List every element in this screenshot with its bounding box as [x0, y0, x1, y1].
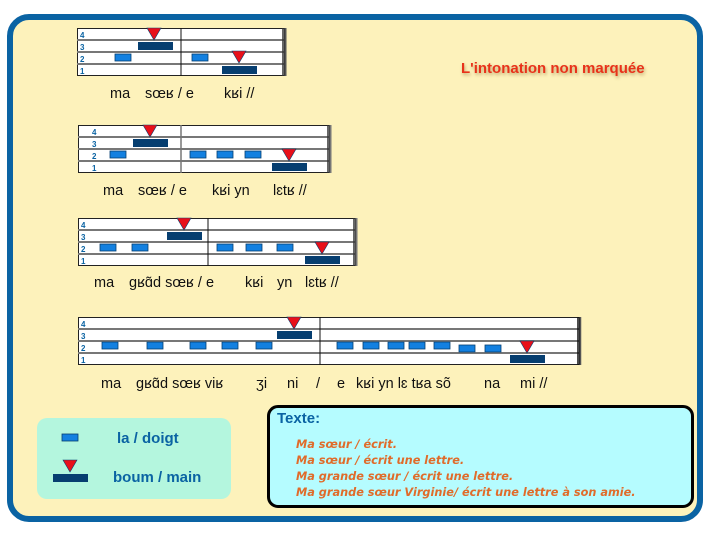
- staff-3-drawing: 4 3 2 1: [78, 217, 358, 266]
- boum-marker-icon: [62, 459, 78, 473]
- la-note: [216, 243, 234, 252]
- level-label-3: 3: [92, 140, 97, 149]
- boum-bar: [138, 42, 173, 50]
- staff-4-drawing: 4 3 2 1: [78, 316, 582, 365]
- la-note: [146, 341, 164, 350]
- boum-bar: [277, 331, 312, 339]
- boum-bar: [133, 139, 168, 147]
- level-label-2: 2: [81, 245, 86, 254]
- la-note: [114, 53, 132, 62]
- syllable: /: [316, 376, 321, 392]
- level-label-3: 3: [81, 233, 86, 242]
- syllable: sœʁ / e: [138, 183, 187, 199]
- level-label-1: 1: [92, 164, 97, 173]
- texte-line: Ma sœur / écrit une lettre.: [296, 454, 465, 467]
- la-note: [484, 344, 502, 353]
- texte-header: Texte:: [277, 410, 321, 427]
- level-label-2: 2: [81, 344, 86, 353]
- boum-marker-icon: [176, 217, 192, 231]
- level-label-4: 4: [80, 31, 85, 40]
- syllable: e: [337, 376, 346, 392]
- syllable: gʁɑ̃d sœʁ viʁ: [136, 376, 224, 392]
- boum-marker-icon: [519, 340, 535, 354]
- legend-symbols: [53, 433, 88, 482]
- la-note-icon: [61, 433, 79, 442]
- boum-marker-icon: [286, 316, 302, 330]
- texte-line: Ma grande sœur Virginie/ écrit une lettr…: [296, 486, 636, 499]
- syllable: yn: [277, 275, 293, 291]
- la-note: [276, 243, 294, 252]
- la-note: [191, 53, 209, 62]
- la-note: [221, 341, 239, 350]
- la-note: [245, 243, 263, 252]
- syllable: ma: [110, 86, 131, 102]
- level-label-4: 4: [81, 320, 86, 329]
- syllable: mi //: [520, 376, 548, 392]
- la-note: [109, 150, 127, 159]
- texte-line: Ma grande sœur / écrit une lettre.: [296, 470, 514, 483]
- legend-box: la / doigt boum / main: [37, 418, 231, 499]
- boum-marker-icon: [281, 148, 297, 162]
- boum-bar: [305, 256, 340, 264]
- syllable: lɛtʁ //: [305, 275, 339, 291]
- syllable: kʁi //: [224, 86, 255, 102]
- level-label-2: 2: [92, 152, 97, 161]
- boum-marker-icon: [146, 27, 162, 41]
- legend-la-label: la / doigt: [117, 430, 179, 447]
- level-label-1: 1: [81, 257, 86, 266]
- syllable: lɛtʁ //: [273, 183, 307, 199]
- la-note: [216, 150, 234, 159]
- la-note: [255, 341, 273, 350]
- boum-bar: [510, 355, 545, 363]
- boum-bar: [222, 66, 257, 74]
- texte-box: Texte: Ma sœur / écrit. Ma sœur / écrit …: [267, 405, 694, 508]
- level-label-3: 3: [80, 43, 85, 52]
- boum-bar-icon: [53, 474, 88, 482]
- syllable: kʁi: [245, 275, 264, 291]
- staff-1-drawing: 4 3 2 1: [77, 27, 287, 76]
- legend-boum-label: boum / main: [113, 469, 202, 486]
- syllable: kʁi yn: [212, 183, 250, 199]
- la-note: [433, 341, 451, 350]
- level-label-1: 1: [81, 356, 86, 365]
- boum-bar: [167, 232, 202, 240]
- la-note: [362, 341, 380, 350]
- boum-marker-icon: [142, 124, 158, 138]
- level-label-3: 3: [81, 332, 86, 341]
- level-label-1: 1: [80, 67, 85, 76]
- la-note: [336, 341, 354, 350]
- syllable: gʁɑ̃d sœʁ / e: [129, 275, 215, 291]
- syllable: kʁi yn lɛ tʁa sõ: [356, 376, 451, 392]
- boum-bar: [272, 163, 307, 171]
- syllable: ma: [101, 376, 122, 392]
- la-note: [408, 341, 426, 350]
- la-note: [99, 243, 117, 252]
- texte-line: Ma sœur / écrit.: [296, 438, 397, 451]
- syllable: ma: [103, 183, 124, 199]
- syllable: ʒi: [256, 376, 268, 392]
- syllable: sœʁ / e: [145, 86, 194, 102]
- level-label-4: 4: [92, 128, 97, 137]
- boum-marker-icon: [314, 241, 330, 255]
- level-label-2: 2: [80, 55, 85, 64]
- la-note: [189, 341, 207, 350]
- la-note: [244, 150, 262, 159]
- syllable: na: [484, 376, 501, 392]
- level-label-4: 4: [81, 221, 86, 230]
- syllable: ma: [94, 275, 115, 291]
- la-note: [101, 341, 119, 350]
- boum-marker-icon: [231, 50, 247, 64]
- syllable: ni: [287, 376, 299, 392]
- la-note: [131, 243, 149, 252]
- staff-2-drawing: 4 3 2 1: [78, 124, 332, 173]
- la-note: [387, 341, 405, 350]
- slide-title: L'intonation non marquée: [461, 60, 645, 77]
- la-note: [189, 150, 207, 159]
- la-note: [458, 344, 476, 353]
